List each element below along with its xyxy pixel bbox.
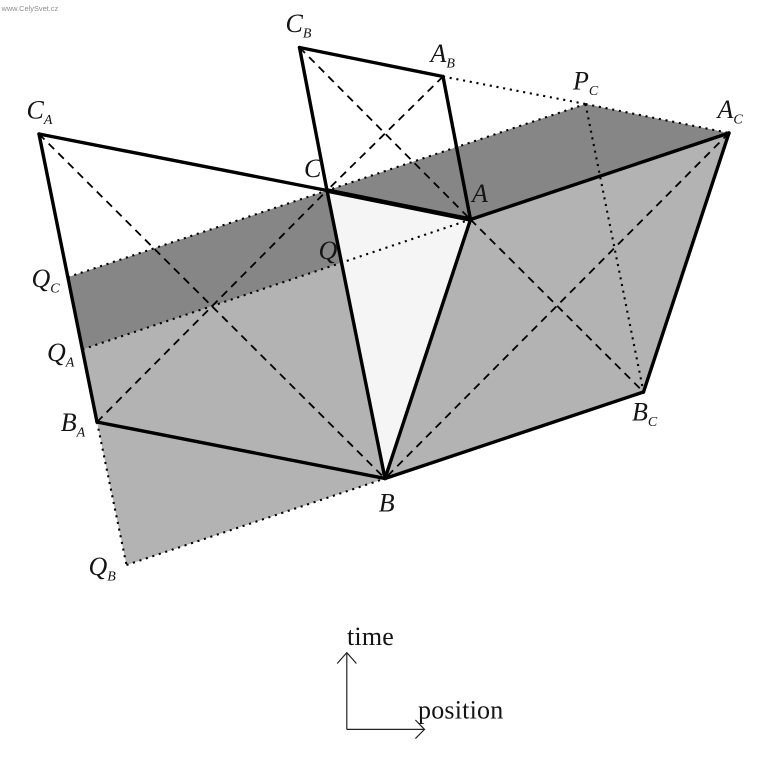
svg-text:position: position xyxy=(418,696,503,725)
svg-text:A: A xyxy=(470,179,488,208)
svg-text:Q: Q xyxy=(319,236,338,265)
svg-text:time: time xyxy=(347,622,394,651)
svg-text:B: B xyxy=(379,489,395,518)
svg-text:C: C xyxy=(304,154,322,183)
svg-text:www.CelySvet.cz: www.CelySvet.cz xyxy=(1,4,59,13)
